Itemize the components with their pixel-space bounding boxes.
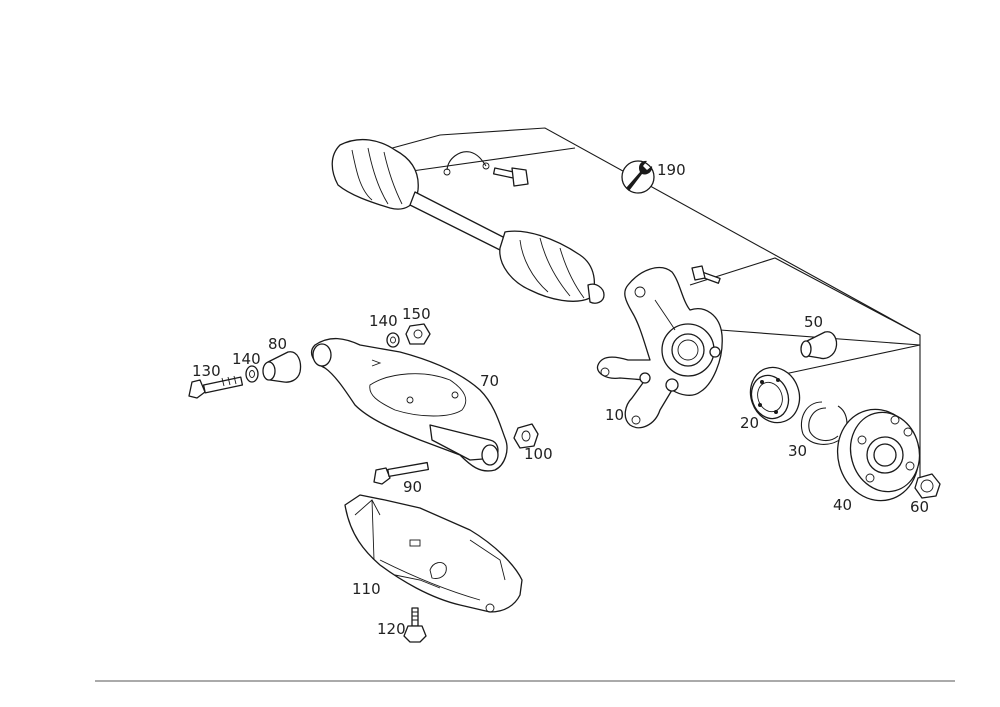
circlip [800, 401, 848, 445]
nut-carrier [639, 372, 651, 384]
washer-140-top [386, 332, 400, 348]
control-arm [311, 337, 508, 472]
label-120: 120 [377, 620, 406, 638]
leader-lines [384, 127, 921, 478]
bolt-small-top [492, 167, 529, 187]
wheel-hub [836, 408, 921, 502]
bolt-130 [188, 375, 244, 399]
washer-140-left [245, 365, 259, 383]
label-40: 40 [833, 496, 852, 514]
wrench-icon [621, 160, 655, 194]
bushing-80 [262, 351, 302, 383]
underbody-cover [344, 494, 523, 613]
axle-nut [914, 473, 941, 499]
label-130: 130 [192, 362, 221, 380]
nut-150 [405, 323, 431, 345]
label-150: 150 [402, 305, 431, 323]
bolt-carrier [691, 265, 721, 284]
label-10: 10 [605, 406, 624, 424]
drive-shaft [331, 138, 605, 304]
label-70: 70 [480, 372, 499, 390]
wheel-carrier [596, 267, 723, 429]
label-100: 100 [524, 445, 553, 463]
bushing-50 [800, 331, 838, 360]
label-80: 80 [268, 335, 287, 353]
wheel-bearing [749, 366, 801, 424]
bolt-90 [373, 461, 430, 485]
retaining-clip [443, 151, 490, 176]
label-110: 110 [352, 580, 381, 598]
label-140-left: 140 [232, 350, 261, 368]
label-60: 60 [910, 498, 929, 516]
label-30: 30 [788, 442, 807, 460]
nut-100 [513, 423, 539, 449]
part-labels: 10 20 30 40 50 60 70 80 90 100 110 120 1… [192, 161, 929, 638]
label-90: 90 [403, 478, 422, 496]
bolt-120 [403, 607, 427, 643]
label-20: 20 [740, 414, 759, 432]
label-190: 190 [657, 161, 686, 179]
label-50: 50 [804, 313, 823, 331]
label-140-top: 140 [369, 312, 398, 330]
